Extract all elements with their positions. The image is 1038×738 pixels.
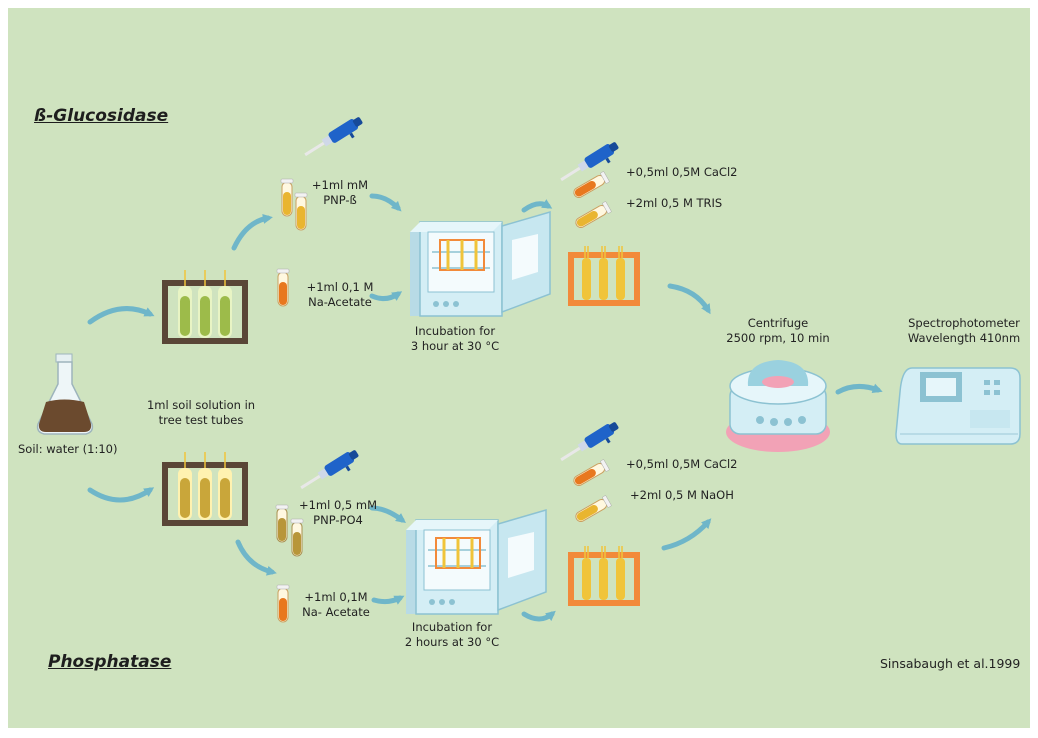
reagent-tube-icon [275,504,289,543]
phosphatase-stop-1-label: +0,5ml 0,5M CaCl2 [626,457,738,471]
stop-tube-icon [571,170,611,201]
reagent-tube-icon [276,584,290,623]
stop-tube-icon [573,494,613,525]
phosphatase-soil-rack-icon [162,452,248,526]
spectrophotometer-icon [895,367,1021,445]
diagram-background [8,8,1030,728]
pipette-icon [556,418,625,471]
flow-arrows [87,193,883,622]
stop-rack-icon [567,245,641,307]
phosphatase-stop-2-label: +2ml 0,5 M NaOH [630,488,734,502]
glucosidase-reagent-2-label: +1ml 0,1 M Na-Acetate [306,280,374,309]
glucosidase-stop-1-label: +0,5ml 0,5M CaCl2 [626,165,738,179]
pipette-icon [296,446,365,499]
phosphatase-reagent-2-label: +1ml 0,1M Na- Acetate [302,590,370,619]
citation-label: Sinsabaugh et al.1999 [880,656,1021,671]
spectrophotometer-label: Spectrophotometer Wavelength 410nm [907,316,1021,345]
phosphatase-title: Phosphatase [48,652,172,672]
glucosidase-incubation-label: Incubation for 3 hour at 30 °C [410,324,500,353]
glucosidase-reagent-1-label: +1ml mM PNP-ß [311,178,369,207]
glucosidase-title: ß-Glucosidase [34,106,169,126]
centrifuge-label: Centrifuge 2500 rpm, 10 min [726,316,830,345]
phosphatase-reagent-1-label: +1ml 0,5 mM PNP-PO4 [298,498,378,527]
stop-tube-icon [571,458,611,489]
reagent-tube-icon [276,268,290,307]
glucosidase-soil-rack-icon [162,270,248,344]
reagent-tube-icon [280,178,294,217]
phosphatase-incubation-label: Incubation for 2 hours at 30 °C [404,620,500,649]
centrifuge-icon [726,360,830,452]
incubator-icon [408,210,552,318]
pipette-icon [300,113,369,166]
incubator-icon [404,508,548,616]
stop-tube-icon [573,200,613,231]
glucosidase-stop-2-label: +2ml 0,5 M TRIS [626,196,723,210]
soil-label: Soil: water (1:10) [18,442,118,456]
soil-solution-label: 1ml soil solution in tree test tubes [146,398,256,427]
soil-flask-icon [36,353,94,435]
stop-rack-icon [567,545,641,607]
